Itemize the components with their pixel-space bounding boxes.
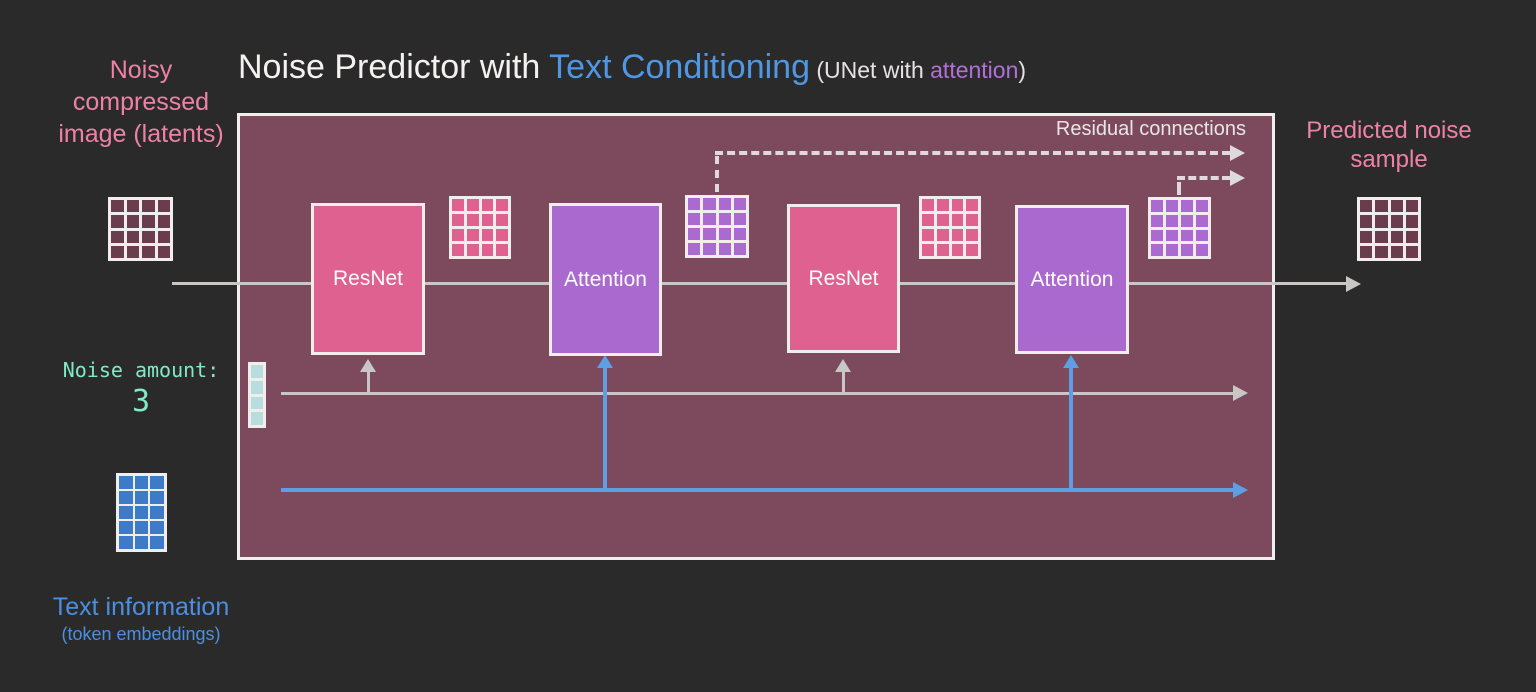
noise-conditioning-arrowhead bbox=[1233, 385, 1248, 401]
attention-block-2-label: Attention bbox=[1030, 267, 1114, 291]
predicted-noise-grid-icon bbox=[1357, 197, 1421, 261]
page-title: Noise Predictor with Text Conditioning (… bbox=[238, 48, 1026, 87]
title-accent-blue: Text Conditioning bbox=[549, 48, 810, 86]
feature-grid-pink-2-icon bbox=[919, 196, 981, 259]
noise-amount-label: Noise amount: bbox=[62, 358, 220, 382]
noise-level-bar-icon bbox=[248, 362, 266, 428]
text-information-label: Text information bbox=[52, 593, 230, 621]
residual-arrow-long-head bbox=[1230, 145, 1245, 161]
title-subtitle-suffix: ) bbox=[1018, 57, 1027, 83]
noise-conditioning-line bbox=[281, 392, 1234, 395]
text-arrow-2-head bbox=[1063, 355, 1079, 368]
title-subtitle-prefix: (UNet with bbox=[810, 57, 931, 83]
predicted-noise-label: Predicted noise sample bbox=[1306, 117, 1472, 173]
token-embeddings-grid-icon bbox=[116, 473, 167, 552]
main-flow-arrowhead bbox=[1346, 276, 1361, 292]
title-subtitle-accent: attention bbox=[930, 57, 1019, 83]
noise-arrow-2-head bbox=[835, 359, 851, 372]
residual-arrow-short bbox=[1177, 176, 1230, 180]
text-conditioning-arrowhead bbox=[1233, 482, 1248, 498]
residual-arrow-long bbox=[715, 151, 1230, 155]
text-conditioning-line bbox=[281, 488, 1234, 492]
resnet-block-1: ResNet bbox=[311, 203, 425, 355]
feature-grid-purple-2-icon bbox=[1148, 197, 1211, 259]
latents-grid-icon bbox=[108, 197, 173, 261]
residual-arrow-long-vertical bbox=[715, 156, 719, 192]
attention-block-2: Attention bbox=[1015, 205, 1129, 354]
noise-arrow-2-stem bbox=[842, 369, 845, 393]
token-embeddings-sublabel: (token embeddings) bbox=[61, 624, 221, 644]
noise-arrow-1-stem bbox=[367, 369, 370, 393]
title-main: Noise Predictor with bbox=[238, 48, 550, 86]
feature-grid-purple-1-icon bbox=[685, 195, 749, 258]
text-arrow-2-stem bbox=[1069, 366, 1073, 490]
latents-label: Noisy compressed image (latents) bbox=[58, 56, 224, 148]
residual-arrow-short-vertical bbox=[1177, 182, 1181, 195]
feature-grid-pink-1-icon bbox=[449, 196, 511, 259]
attention-block-1: Attention bbox=[549, 203, 662, 356]
resnet-block-1-label: ResNet bbox=[332, 267, 404, 290]
residual-connections-label: Residual connections bbox=[1055, 118, 1246, 140]
resnet-block-2: ResNet bbox=[787, 204, 900, 353]
noise-amount-value: 3 bbox=[131, 384, 151, 419]
attention-block-1-label: Attention bbox=[564, 267, 647, 291]
resnet-block-2-label: ResNet bbox=[808, 266, 879, 290]
residual-arrow-short-head bbox=[1230, 170, 1245, 186]
main-flow-line bbox=[172, 282, 1348, 285]
text-arrow-1-head bbox=[597, 355, 613, 368]
noise-arrow-1-head bbox=[360, 359, 376, 372]
text-arrow-1-stem bbox=[603, 366, 607, 490]
